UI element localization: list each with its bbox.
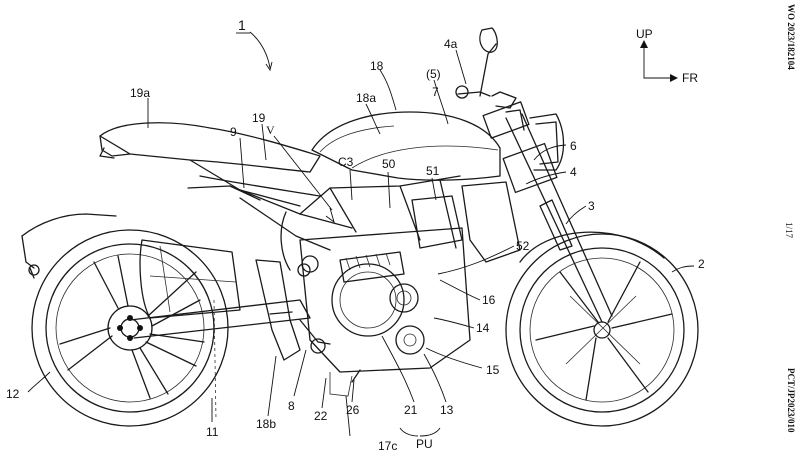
- label-16: 16: [482, 293, 496, 307]
- seat-tail: [99, 122, 321, 207]
- label-6: 6: [570, 139, 577, 153]
- exhaust-muffler: [139, 239, 241, 319]
- label-5: (5): [426, 67, 441, 81]
- label-PU: PU: [416, 437, 433, 450]
- label-19a: 19a: [130, 86, 150, 100]
- margin-publication-number: WO 2023/182104: [786, 4, 796, 70]
- up-label: UP: [636, 27, 653, 41]
- label-2: 2: [698, 257, 705, 271]
- label-13: 13: [440, 403, 454, 417]
- front-wheel: [505, 233, 699, 427]
- label-4a: 4a: [444, 37, 458, 51]
- margin-text: WO 2023/182104 1/17 PCT/JP2023/010: [784, 4, 796, 433]
- label-26: 26: [346, 403, 360, 417]
- label-11: 11: [206, 425, 219, 439]
- label-V: V: [266, 123, 275, 137]
- label-15: 15: [486, 363, 500, 377]
- label-50: 50: [382, 157, 396, 171]
- headlight-assembly: [461, 113, 565, 263]
- label-52: 52: [516, 239, 530, 253]
- label-7: 7: [432, 85, 439, 99]
- label-18a: 18a: [356, 91, 376, 105]
- margin-application-number: PCT/JP2023/010: [786, 368, 796, 433]
- label-18: 18: [370, 59, 384, 73]
- figure-number-text: 1: [238, 17, 246, 33]
- rear-wheel: [31, 229, 229, 427]
- handlebar-mirror: [455, 27, 525, 131]
- label-21: 21: [404, 403, 418, 417]
- label-C3: C3: [338, 155, 354, 169]
- label-51: 51: [426, 164, 440, 178]
- figure-number: 1: [236, 17, 250, 34]
- label-19: 19: [252, 111, 266, 125]
- engine: [299, 195, 471, 397]
- frame: [229, 175, 461, 271]
- label-4: 4: [570, 165, 577, 179]
- margin-page-number: 1/17: [784, 222, 794, 239]
- fr-label: FR: [682, 71, 698, 85]
- label-14: 14: [476, 321, 490, 335]
- direction-indicator: UP FR: [636, 27, 698, 85]
- reference-labels: 4a (5) 18 7 19a 18a 19 9 V C3 50 51 6 4 …: [6, 37, 705, 450]
- leader-lines: [27, 31, 695, 437]
- front-fender: [519, 231, 665, 263]
- rear-fender: [21, 213, 117, 279]
- fuel-tank: [311, 111, 501, 181]
- label-18b: 18b: [256, 417, 276, 431]
- footrest-bracket: [255, 259, 311, 361]
- label-17c: 17c: [378, 439, 397, 450]
- front-fork: [482, 101, 613, 323]
- label-9: 9: [230, 125, 237, 139]
- label-8: 8: [288, 399, 295, 413]
- label-12: 12: [6, 387, 20, 401]
- label-3: 3: [588, 199, 595, 213]
- label-22: 22: [314, 409, 328, 423]
- swing-arm: [129, 299, 311, 421]
